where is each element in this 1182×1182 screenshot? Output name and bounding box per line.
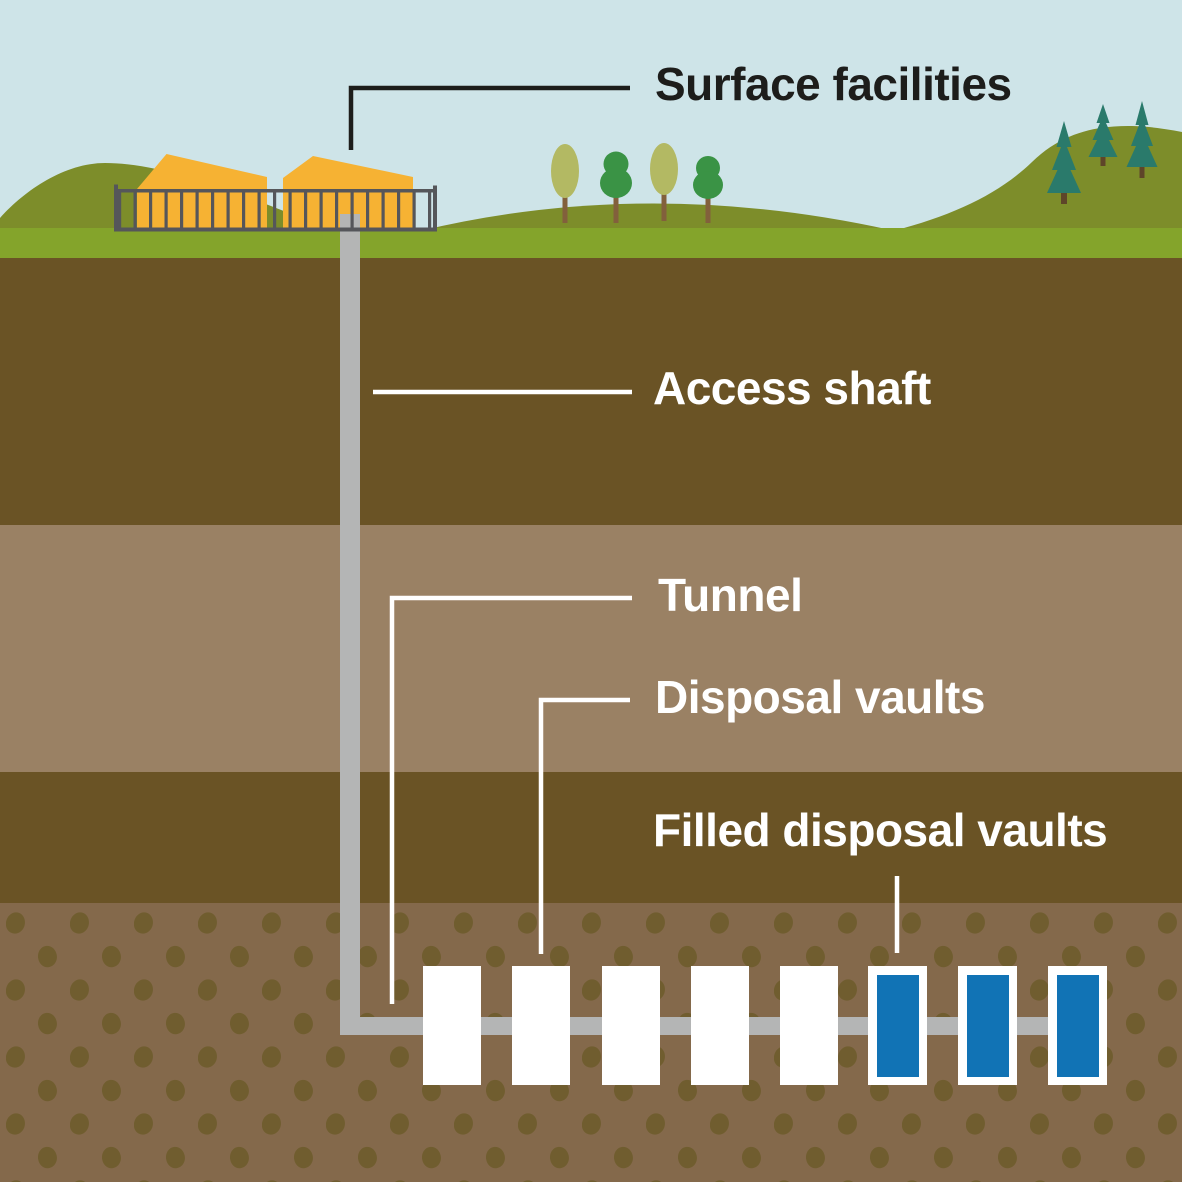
label-tunnel: Tunnel <box>658 569 803 621</box>
conifer-2 <box>1088 104 1118 166</box>
access-shaft-graphic <box>340 214 360 1034</box>
filled-disposal-vaults-group <box>868 966 1107 1085</box>
tree-tall-1 <box>551 144 579 223</box>
fence-end-post-right <box>433 185 437 232</box>
tree-round-2 <box>693 156 723 223</box>
tree-foliage <box>693 171 723 199</box>
grass-strip <box>0 228 1182 258</box>
vault-fill <box>1057 975 1099 1077</box>
leader-lines <box>348 85 900 1004</box>
vault-fill <box>967 975 1009 1077</box>
conifer-foliage <box>1088 104 1118 157</box>
tree-round-1 <box>600 151 632 223</box>
tree-trunk <box>562 185 568 223</box>
tree-foliage <box>551 144 579 198</box>
middle-hill <box>420 203 895 231</box>
leader-disposal-vaults <box>538 697 630 954</box>
leader-surface-facilities <box>348 85 630 150</box>
label-disposal-vaults: Disposal vaults <box>655 671 985 723</box>
filled-disposal-vault <box>868 966 927 1085</box>
soil-layer-light <box>0 525 1182 772</box>
disposal-vault <box>780 966 838 1085</box>
conifer-foliage <box>1126 101 1158 167</box>
leader-tunnel <box>389 595 632 1004</box>
tree-trunk <box>1061 190 1067 204</box>
deciduous-trees <box>551 143 723 223</box>
fence-top-rail <box>115 189 437 193</box>
label-filled-disposal-vaults: Filled disposal vaults <box>653 804 1108 856</box>
filled-disposal-vault <box>958 966 1017 1085</box>
disposal-vault <box>691 966 749 1085</box>
fence-end-post-left <box>114 184 118 232</box>
label-access-shaft: Access shaft <box>653 362 931 414</box>
disposal-vault <box>602 966 660 1085</box>
conifer-foliage <box>1047 121 1081 193</box>
disposal-vaults-group <box>423 966 838 1085</box>
tree-trunk <box>705 195 711 223</box>
conifer-1 <box>1047 121 1081 204</box>
soil-layer-dark-band <box>0 772 1182 903</box>
fence-bottom-rail <box>115 227 437 232</box>
vault-fill <box>877 975 919 1077</box>
label-surface-facilities: Surface facilities <box>655 58 1012 110</box>
fence-posts <box>118 191 434 228</box>
tree-tall-2 <box>650 143 678 221</box>
tree-trunk <box>661 183 667 221</box>
conifer-trees <box>1047 101 1158 204</box>
tree-trunk <box>1139 165 1145 178</box>
disposal-vault <box>423 966 481 1085</box>
filled-disposal-vault <box>1048 966 1107 1085</box>
tree-trunk <box>613 192 619 223</box>
tree-foliage <box>650 143 678 195</box>
disposal-vault <box>512 966 570 1085</box>
tree-foliage <box>600 168 632 198</box>
tree-trunk <box>1100 155 1106 166</box>
conifer-3 <box>1126 101 1158 178</box>
soil-layers <box>0 258 1182 1182</box>
fence <box>114 184 437 232</box>
